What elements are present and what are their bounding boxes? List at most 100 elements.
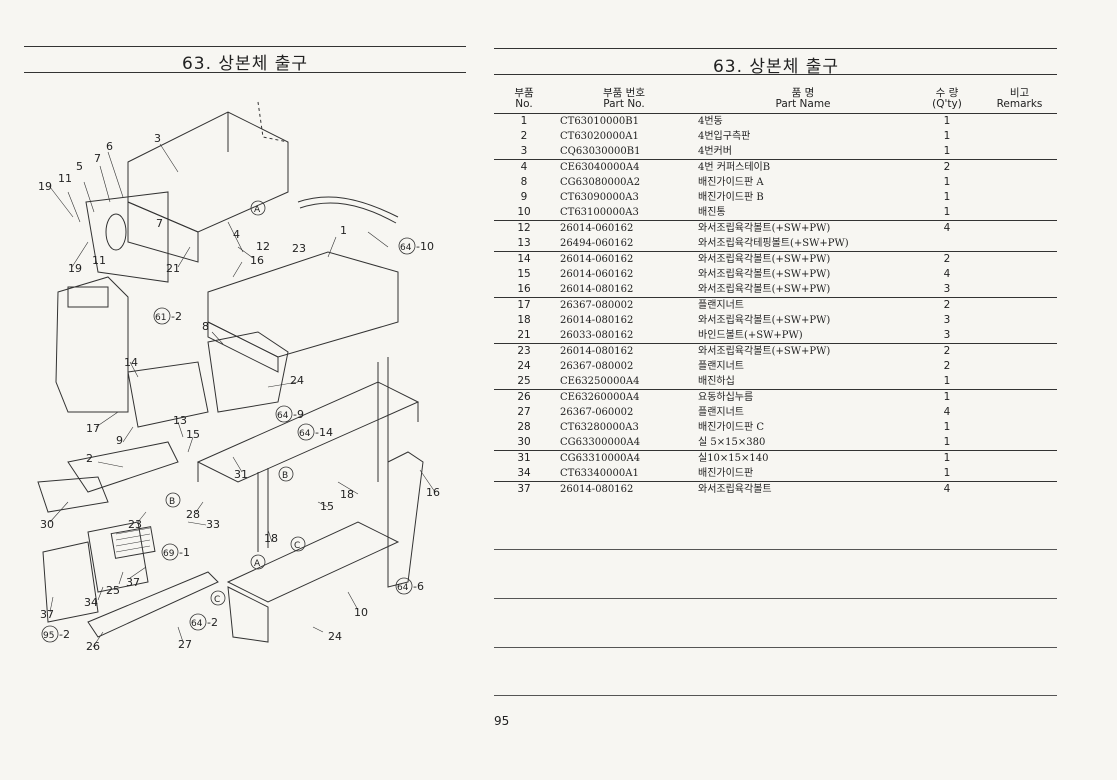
cell-part-index: 23 <box>517 345 531 357</box>
cell-part-index: 17 <box>517 299 531 311</box>
cell-remarks <box>982 313 1057 328</box>
cell-part-number: 26014-060162 <box>560 269 634 280</box>
cell-quantity: 1 <box>943 115 951 127</box>
cell-part-name: 4번 커퍼스테이B <box>698 162 771 173</box>
ref-69-1: 69 <box>163 549 175 559</box>
cell-quantity: 2 <box>943 299 951 311</box>
cell-remarks <box>982 236 1057 252</box>
cell-quantity: 4 <box>943 406 951 418</box>
callout-18b: 18 <box>264 532 278 545</box>
divider-4 <box>494 695 1057 696</box>
guide-plate-c <box>67 441 179 493</box>
callout-7: 7 <box>94 152 101 165</box>
guide-plate-a <box>207 331 289 413</box>
cell-quantity: 1 <box>912 374 982 390</box>
frame-left <box>55 276 129 413</box>
cell-part-number: CG63080000A2 <box>560 177 641 188</box>
callout-2: 2 <box>86 452 93 465</box>
cell-part-index: 21 <box>494 328 554 344</box>
callout-33: 33 <box>206 518 220 531</box>
header-qty: 수 량(Q'ty) <box>912 88 982 114</box>
cell-quantity: 2 <box>943 253 951 265</box>
cell-remarks <box>982 267 1057 282</box>
cell-part-number: CT63340000A1 <box>554 466 694 482</box>
cell-remarks <box>982 359 1057 374</box>
seal-strip <box>37 476 109 513</box>
cell-quantity: 4 <box>943 222 951 234</box>
callout-25: 25 <box>106 584 120 597</box>
callout-17: 17 <box>86 422 100 435</box>
cell-part-index: 4 <box>520 161 528 173</box>
cell-quantity: 1 <box>943 391 951 403</box>
left-page-title: 63. 상본체 출구 <box>181 54 309 74</box>
ref-suffix-2b: -2 <box>207 616 218 629</box>
callout-31: 31 <box>234 468 248 481</box>
cell-part-name: 와서조립육각볼트(+SW+PW) <box>698 223 831 234</box>
cell-part-index: 27 <box>517 406 531 418</box>
letter-c: C <box>294 541 300 551</box>
cell-part-number: CE63040000A4 <box>560 162 640 173</box>
cell-remarks <box>982 252 1057 268</box>
callout-11: 11 <box>58 172 72 185</box>
cell-part-number: 26014-080162 <box>560 346 634 357</box>
cell-part-name: 배진가이드판 A <box>698 177 764 188</box>
ref-suffix-9: -9 <box>293 408 304 421</box>
callout-34: 34 <box>84 596 98 609</box>
right-page-title: 63. 상본체 출구 <box>712 57 840 77</box>
cell-part-number: 26367-080002 <box>560 361 634 372</box>
cell-part-name: 플랜지너트 <box>698 407 744 418</box>
cell-part-index: 2 <box>520 130 528 142</box>
cell-part-number: CQ63030000B1 <box>554 144 694 160</box>
callout-7b: 7 <box>156 217 163 230</box>
cell-part-index: 12 <box>517 222 531 234</box>
cell-remarks <box>982 298 1057 314</box>
cell-part-name: 실 5×15×380 <box>694 435 912 451</box>
cell-part-number: 26367-080002 <box>560 300 634 311</box>
cell-part-number: 26014-060162 <box>560 254 634 265</box>
cell-quantity: 1 <box>943 452 951 464</box>
cell-remarks <box>982 435 1057 451</box>
cell-quantity: 3 <box>943 314 951 326</box>
side-panel <box>85 191 169 283</box>
callout-5: 5 <box>76 160 83 173</box>
cell-remarks <box>982 205 1057 221</box>
cell-remarks <box>982 221 1057 237</box>
cell-part-index: 14 <box>517 253 531 265</box>
page-number: 95 <box>494 714 510 728</box>
cell-quantity: 4 <box>943 483 951 495</box>
cell-part-index: 28 <box>517 421 531 433</box>
ref-suffix-2c: -2 <box>59 628 70 641</box>
cell-remarks <box>982 405 1057 420</box>
ref-suffix-1: -1 <box>179 546 190 559</box>
callout-11b: 11 <box>92 254 106 267</box>
cell-remarks <box>982 344 1057 360</box>
cell-part-index: 24 <box>517 360 531 372</box>
letter-callouts: A B B C A C <box>165 200 306 606</box>
cell-part-number: CG63300000A4 <box>554 435 694 451</box>
callout-26: 26 <box>86 640 100 653</box>
cell-remarks <box>982 374 1057 390</box>
cell-remarks <box>982 175 1057 190</box>
callout-37b: 37 <box>40 608 54 621</box>
bracket-box <box>42 541 99 623</box>
cell-remarks <box>982 390 1057 406</box>
cell-quantity: 1 <box>943 421 951 433</box>
cell-part-number: CE63250000A4 <box>554 374 694 390</box>
cell-quantity: 1 <box>943 176 951 188</box>
ref-64-2: 64 <box>191 619 203 629</box>
cell-part-index: 34 <box>494 466 554 482</box>
